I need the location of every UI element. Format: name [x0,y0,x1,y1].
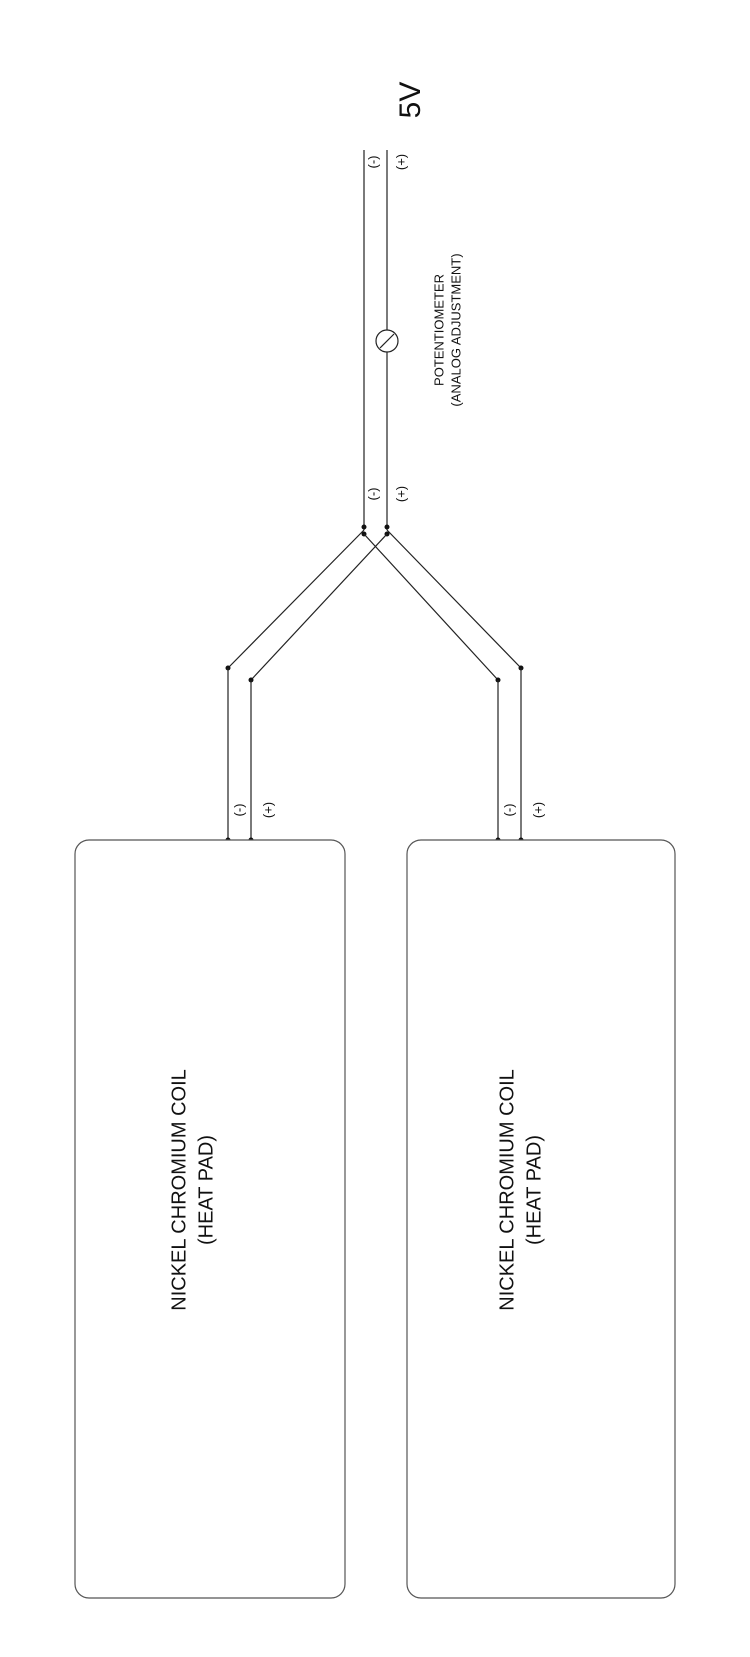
heat-pad-2-subtitle: (HEAT PAD) [523,1135,545,1245]
junction-neg-label: (-) [365,488,380,501]
supply-neg-label: (-) [365,156,380,169]
supply-pos-label: (+) [393,154,408,170]
potentiometer-symbol [375,329,399,353]
heat-pad-2-title: NICKEL CHROMIUM COIL [496,1069,518,1311]
pot-label: POTENTIOMETER [431,274,446,386]
heat-pad-1-subtitle: (HEAT PAD) [195,1135,217,1245]
heat-pad-1 [74,839,346,1599]
heat-pad-1-title: NICKEL CHROMIUM COIL [168,1069,190,1311]
pad2-pos-label: (+) [530,802,545,818]
pad2-neg-label: (-) [501,804,516,817]
heat-pad-2 [406,839,676,1599]
junction-dot-neg [361,524,367,530]
junction-pos-label: (+) [393,486,408,502]
wire-right-neg-diag [363,533,499,681]
pot-sublabel: (ANALOG ADJUSTMENT) [448,253,463,406]
wire-left-neg-diag [227,529,365,669]
wire-left-pos-diag [250,533,388,681]
pad1-neg-label: (-) [231,804,246,817]
pad1-pos-label: (+) [260,802,275,818]
wire-right-pos-diag [386,529,522,669]
supply-voltage-label: 5V [394,82,427,119]
junction-dot-pos [384,524,390,530]
